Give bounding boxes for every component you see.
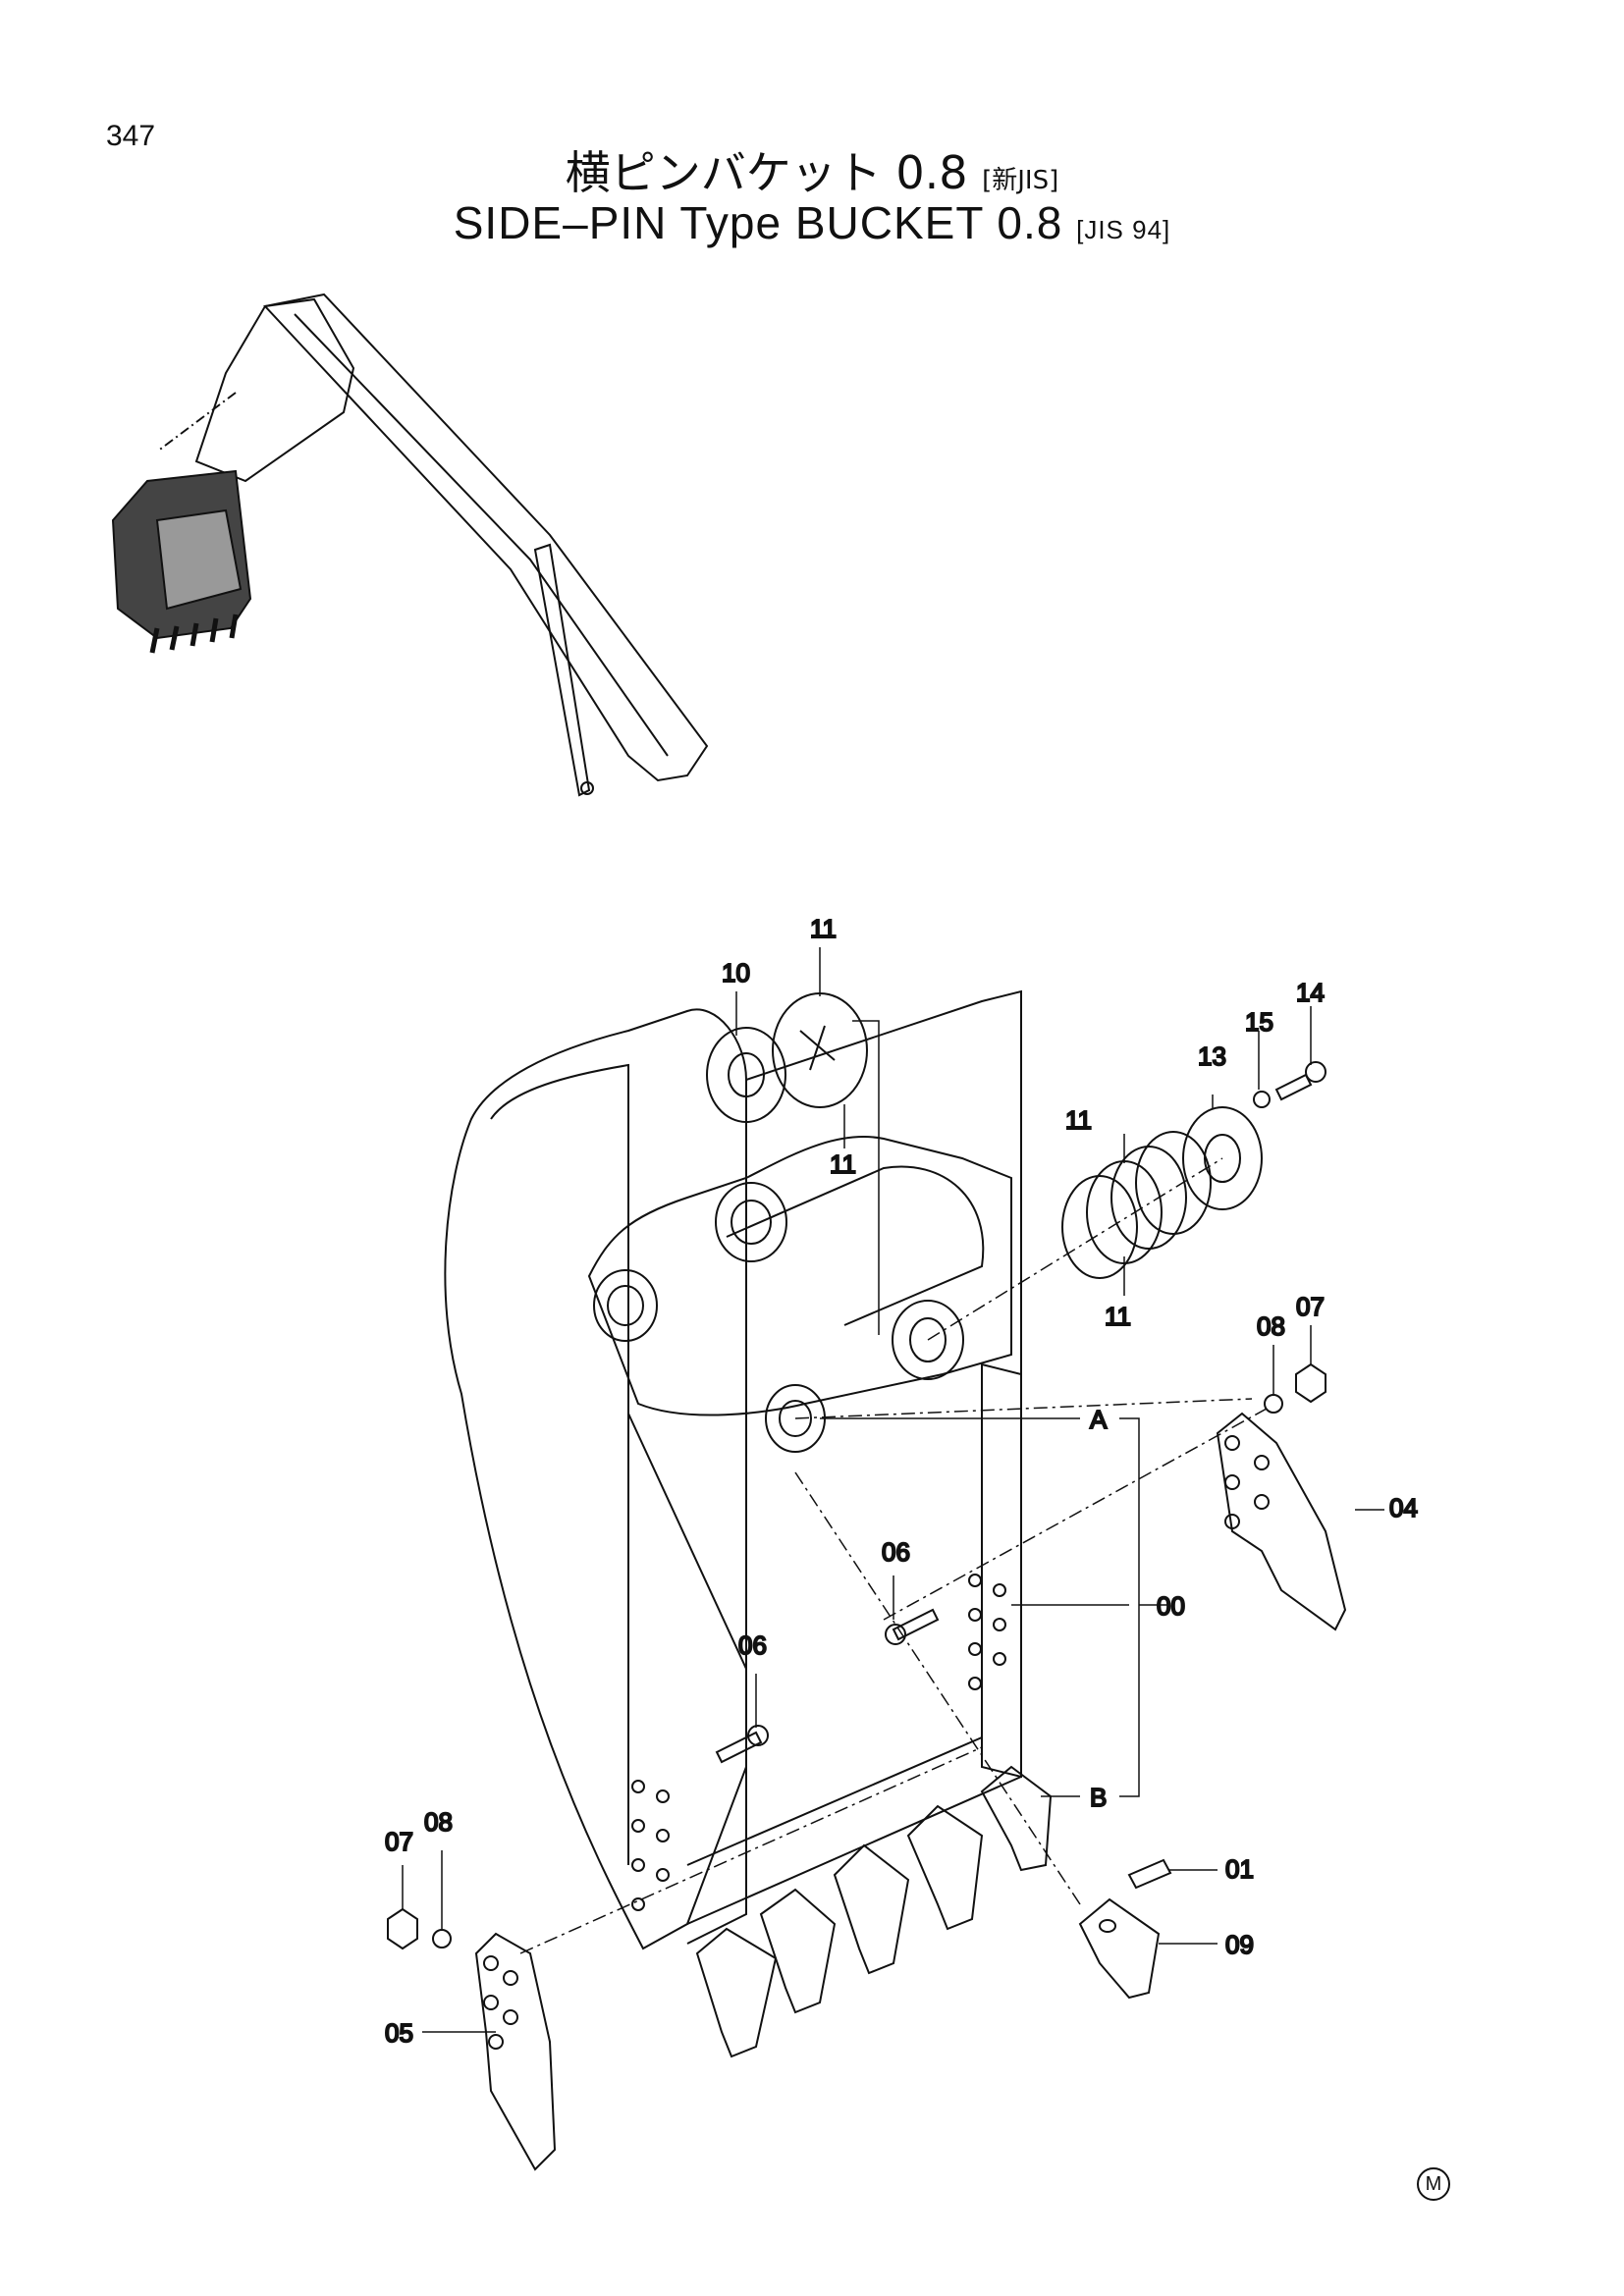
leader-lines	[402, 947, 1384, 2033]
bolt-14	[1274, 1073, 1313, 1101]
circled-m-mark: M	[1417, 2167, 1450, 2201]
pin-plate-13	[1182, 1106, 1263, 1210]
nut-07-left	[387, 1907, 418, 1950]
side-cutter-right	[1216, 1412, 1347, 1631]
pin-plate-13-inner	[1204, 1134, 1241, 1183]
tooth	[980, 1765, 1053, 1872]
pin-plate-10	[706, 1027, 786, 1123]
callout-11: 11	[830, 1149, 856, 1179]
loose-tooth	[1078, 1897, 1161, 2000]
callout-B: B	[1090, 1783, 1107, 1812]
boss-left-inner	[607, 1285, 644, 1326]
side-cutter-left	[474, 1932, 557, 2171]
callout-15: 15	[1245, 1007, 1273, 1037]
callout-13: 13	[1198, 1041, 1226, 1071]
washer-08-left	[432, 1929, 452, 1949]
boom-inner-line	[294, 313, 669, 757]
callout-11: 11	[810, 914, 837, 943]
callout-07: 07	[1296, 1292, 1325, 1321]
callout-06: 06	[738, 1630, 767, 1660]
bolt-06-upper	[892, 1608, 940, 1641]
mounting-bracket	[587, 1136, 1012, 1416]
callout-10: 10	[722, 958, 750, 988]
title-english-tag: [JIS 94]	[1076, 215, 1171, 244]
shim-11-stack-1	[1061, 1175, 1138, 1279]
cylinder-end	[580, 781, 594, 795]
boss-center-inner	[779, 1400, 812, 1437]
bucket-assembly	[444, 989, 1022, 1950]
callout-08: 08	[424, 1807, 453, 1837]
callout-A: A	[1090, 1405, 1108, 1434]
arm-link-line	[156, 392, 237, 453]
arm-outline	[194, 297, 355, 483]
bracket-boss-top	[726, 1165, 985, 1326]
title-japanese-text: 横ピンバケット 0.8	[565, 146, 968, 199]
callout-04: 04	[1389, 1493, 1418, 1522]
boss-top-inner	[731, 1200, 772, 1245]
tooth-pin	[1127, 1858, 1172, 1890]
mini-bucket-teeth	[149, 614, 239, 654]
side-cutter-left-holes	[483, 1955, 518, 2050]
bucket-lip	[686, 1736, 983, 1866]
shim-11-top	[772, 992, 868, 1108]
boss-right	[892, 1300, 964, 1380]
bolt-head-06-upper	[885, 1624, 906, 1645]
title-english-text: SIDE–PIN Type BUCKET 0.8	[453, 197, 1063, 248]
side-holes-left	[631, 1780, 670, 1911]
boom-outline	[263, 293, 709, 782]
loose-tooth-hole	[1099, 1919, 1116, 1933]
callout-11: 11	[1105, 1302, 1131, 1331]
washer-15	[1253, 1091, 1271, 1108]
callout-14: 14	[1296, 978, 1325, 1007]
callout-11: 11	[1065, 1105, 1092, 1135]
excavator-arm-illustration	[111, 293, 709, 797]
washer-08-right	[1264, 1394, 1283, 1414]
title-english: SIDE–PIN Type BUCKET 0.8 [JIS 94]	[0, 196, 1624, 249]
bucket-bottom-edge	[686, 1776, 1022, 1925]
title-japanese: 横ピンバケット 0.8 [新JIS]	[0, 137, 1624, 202]
bucket-inner-curve	[490, 1063, 629, 1865]
tooth	[833, 1843, 910, 1975]
bolt-head-14	[1305, 1061, 1326, 1083]
shim-11-stack-3	[1110, 1146, 1187, 1250]
bucket-side-plate-right	[981, 1362, 1022, 1779]
bucket-side-plate-left	[627, 1413, 747, 1945]
bucket-shell	[444, 1008, 747, 1950]
tooth	[906, 1804, 984, 1931]
page-number: 347	[106, 120, 156, 152]
tooth	[695, 1927, 778, 2058]
nut-07-right	[1295, 1362, 1326, 1404]
bucket-teeth	[695, 1765, 1053, 2058]
mini-bucket-face	[155, 508, 243, 611]
bolt-head-06-lower	[747, 1725, 769, 1746]
boss-left	[593, 1269, 658, 1342]
side-holes-right	[968, 1574, 1006, 1690]
bolt-06-lower	[715, 1731, 763, 1764]
boss-right-inner	[909, 1317, 947, 1362]
title-japanese-tag: [新JIS]	[982, 166, 1059, 195]
tooth	[759, 1888, 837, 2014]
callout-07: 07	[385, 1827, 413, 1856]
callout-01: 01	[1225, 1854, 1254, 1884]
pin-plate-10-inner	[728, 1052, 765, 1097]
callout-06: 06	[882, 1537, 910, 1567]
callout-05: 05	[385, 2018, 413, 2048]
shim-11-stack-4	[1135, 1131, 1212, 1235]
hydraulic-cylinder	[533, 543, 591, 797]
assembly-lines	[519, 1157, 1268, 1954]
shim-11-top-slot	[799, 1025, 836, 1071]
callout-09: 09	[1225, 1930, 1254, 1959]
side-cutter-right-holes	[1224, 1435, 1270, 1529]
bucket-back-plate	[745, 989, 1022, 1374]
boss-top	[715, 1182, 787, 1262]
callout-08: 08	[1257, 1311, 1285, 1341]
callout-00: 00	[1157, 1591, 1185, 1621]
